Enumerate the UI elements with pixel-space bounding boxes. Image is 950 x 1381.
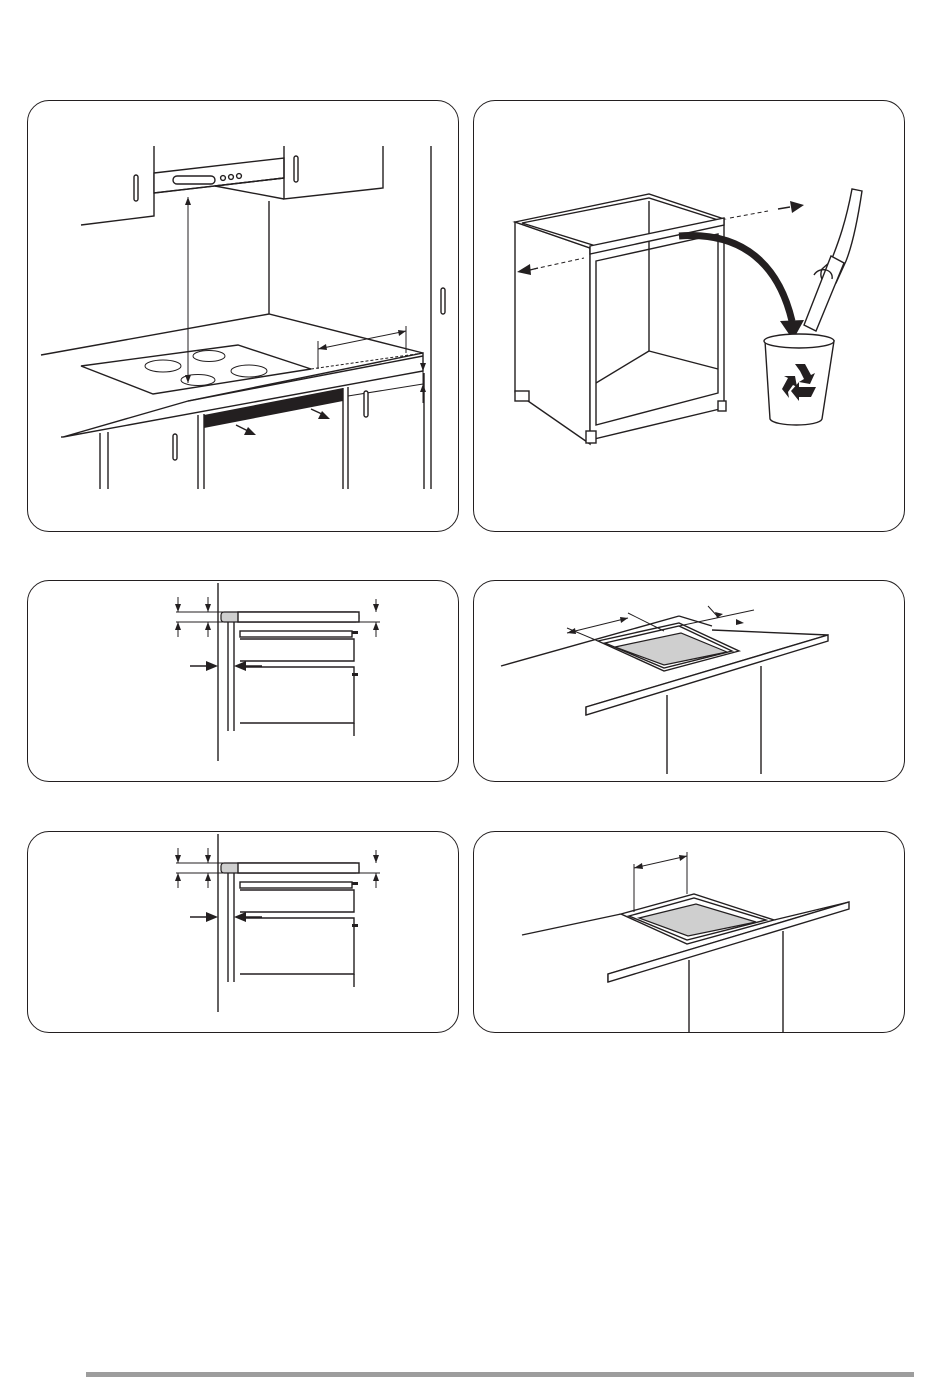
side-section-diagram-a: [28, 581, 459, 782]
dimension-arrow-icon: [679, 606, 754, 626]
cabinet-icon: [515, 194, 726, 444]
figure-worktop-cutout-b: [473, 831, 905, 1033]
figure-side-section-drawer-unit-a: [27, 580, 459, 782]
dimension-arrow-icon: [190, 661, 262, 671]
worktop-cutout-diagram-a: [474, 581, 905, 782]
wall-cabinet-left: [81, 146, 154, 225]
cabinet-rail-diagram: [474, 101, 905, 532]
dimension-arrow-icon: [175, 597, 228, 637]
footer-rule: [86, 1372, 914, 1377]
side-section-diagram-b: [28, 832, 459, 1033]
figure-hob-installation-overview: [27, 100, 459, 532]
wall-cabinet-right: [284, 146, 383, 199]
figure-side-section-drawer-unit-b: [27, 831, 459, 1033]
recycle-bin-icon: [764, 334, 834, 425]
worktop-cutout-diagram-b: [474, 832, 905, 1033]
figure-remove-cabinet-rail: [473, 100, 905, 532]
dimension-arrow-icon: [175, 848, 228, 888]
dimension-arrow-icon: [185, 197, 191, 383]
hob-installation-diagram: [28, 101, 459, 532]
dimension-arrow-icon: [359, 599, 380, 637]
hand-icon: [804, 189, 862, 331]
dimension-arrow-icon: [190, 912, 262, 922]
cooker-hood-icon: [154, 158, 284, 199]
dimension-arrow-icon: [359, 850, 380, 888]
figure-worktop-cutout-a: [473, 580, 905, 782]
